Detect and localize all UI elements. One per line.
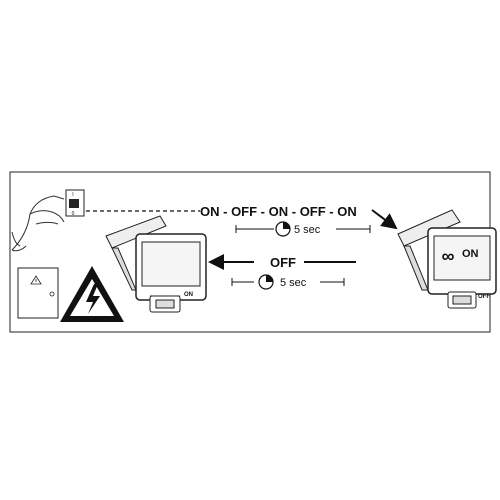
right-lamp-state: OFF [478,294,490,300]
to-lamp-arrow [371,209,398,230]
high-voltage-icon [60,266,124,322]
switch-sequence: ON - OFF - ON - OFF - ON [200,204,357,219]
sequence-separator: - [288,204,300,219]
svg-text:∞: ∞ [442,246,455,266]
sequence-step-2: OFF [231,204,257,219]
hand-icon [11,195,65,252]
sequence-separator: - [257,204,269,219]
timer-bottom: 5 sec [231,274,345,290]
left-lamp-state: ON [184,292,193,298]
left-floodlight: ON [105,215,207,313]
wall-switch-icon: I 0 [65,189,85,217]
timer-icon [258,274,274,290]
sequence-step-4: OFF [300,204,326,219]
switch-off-mark: 0 [72,211,75,217]
floodlight-icon [105,215,207,301]
junction-box-icon [17,267,59,319]
warning-icon [30,275,42,285]
timer-top-label: 5 sec [294,224,321,236]
timer-icon [275,221,291,237]
sequence-step-5: ON [337,204,357,219]
motion-sensor-icon [447,291,477,309]
sequence-step-1: ON [200,204,220,219]
timer-bottom-label: 5 sec [280,277,307,289]
sequence-separator: - [220,204,232,219]
right-lamp-screen-label: ON [462,248,479,260]
right-floodlight: ∞ ON OFF [397,209,497,309]
timer-top: 5 sec [235,221,371,237]
motion-sensor-icon [149,295,181,313]
sequence-step-3: ON [269,204,289,219]
floodlight-icon [397,209,497,295]
sequence-separator: - [326,204,338,219]
infinity-icon: ∞ [442,246,455,266]
switch-on-mark: I [72,192,73,198]
off-arrow: OFF [208,254,356,270]
off-arrow-label: OFF [270,255,296,270]
